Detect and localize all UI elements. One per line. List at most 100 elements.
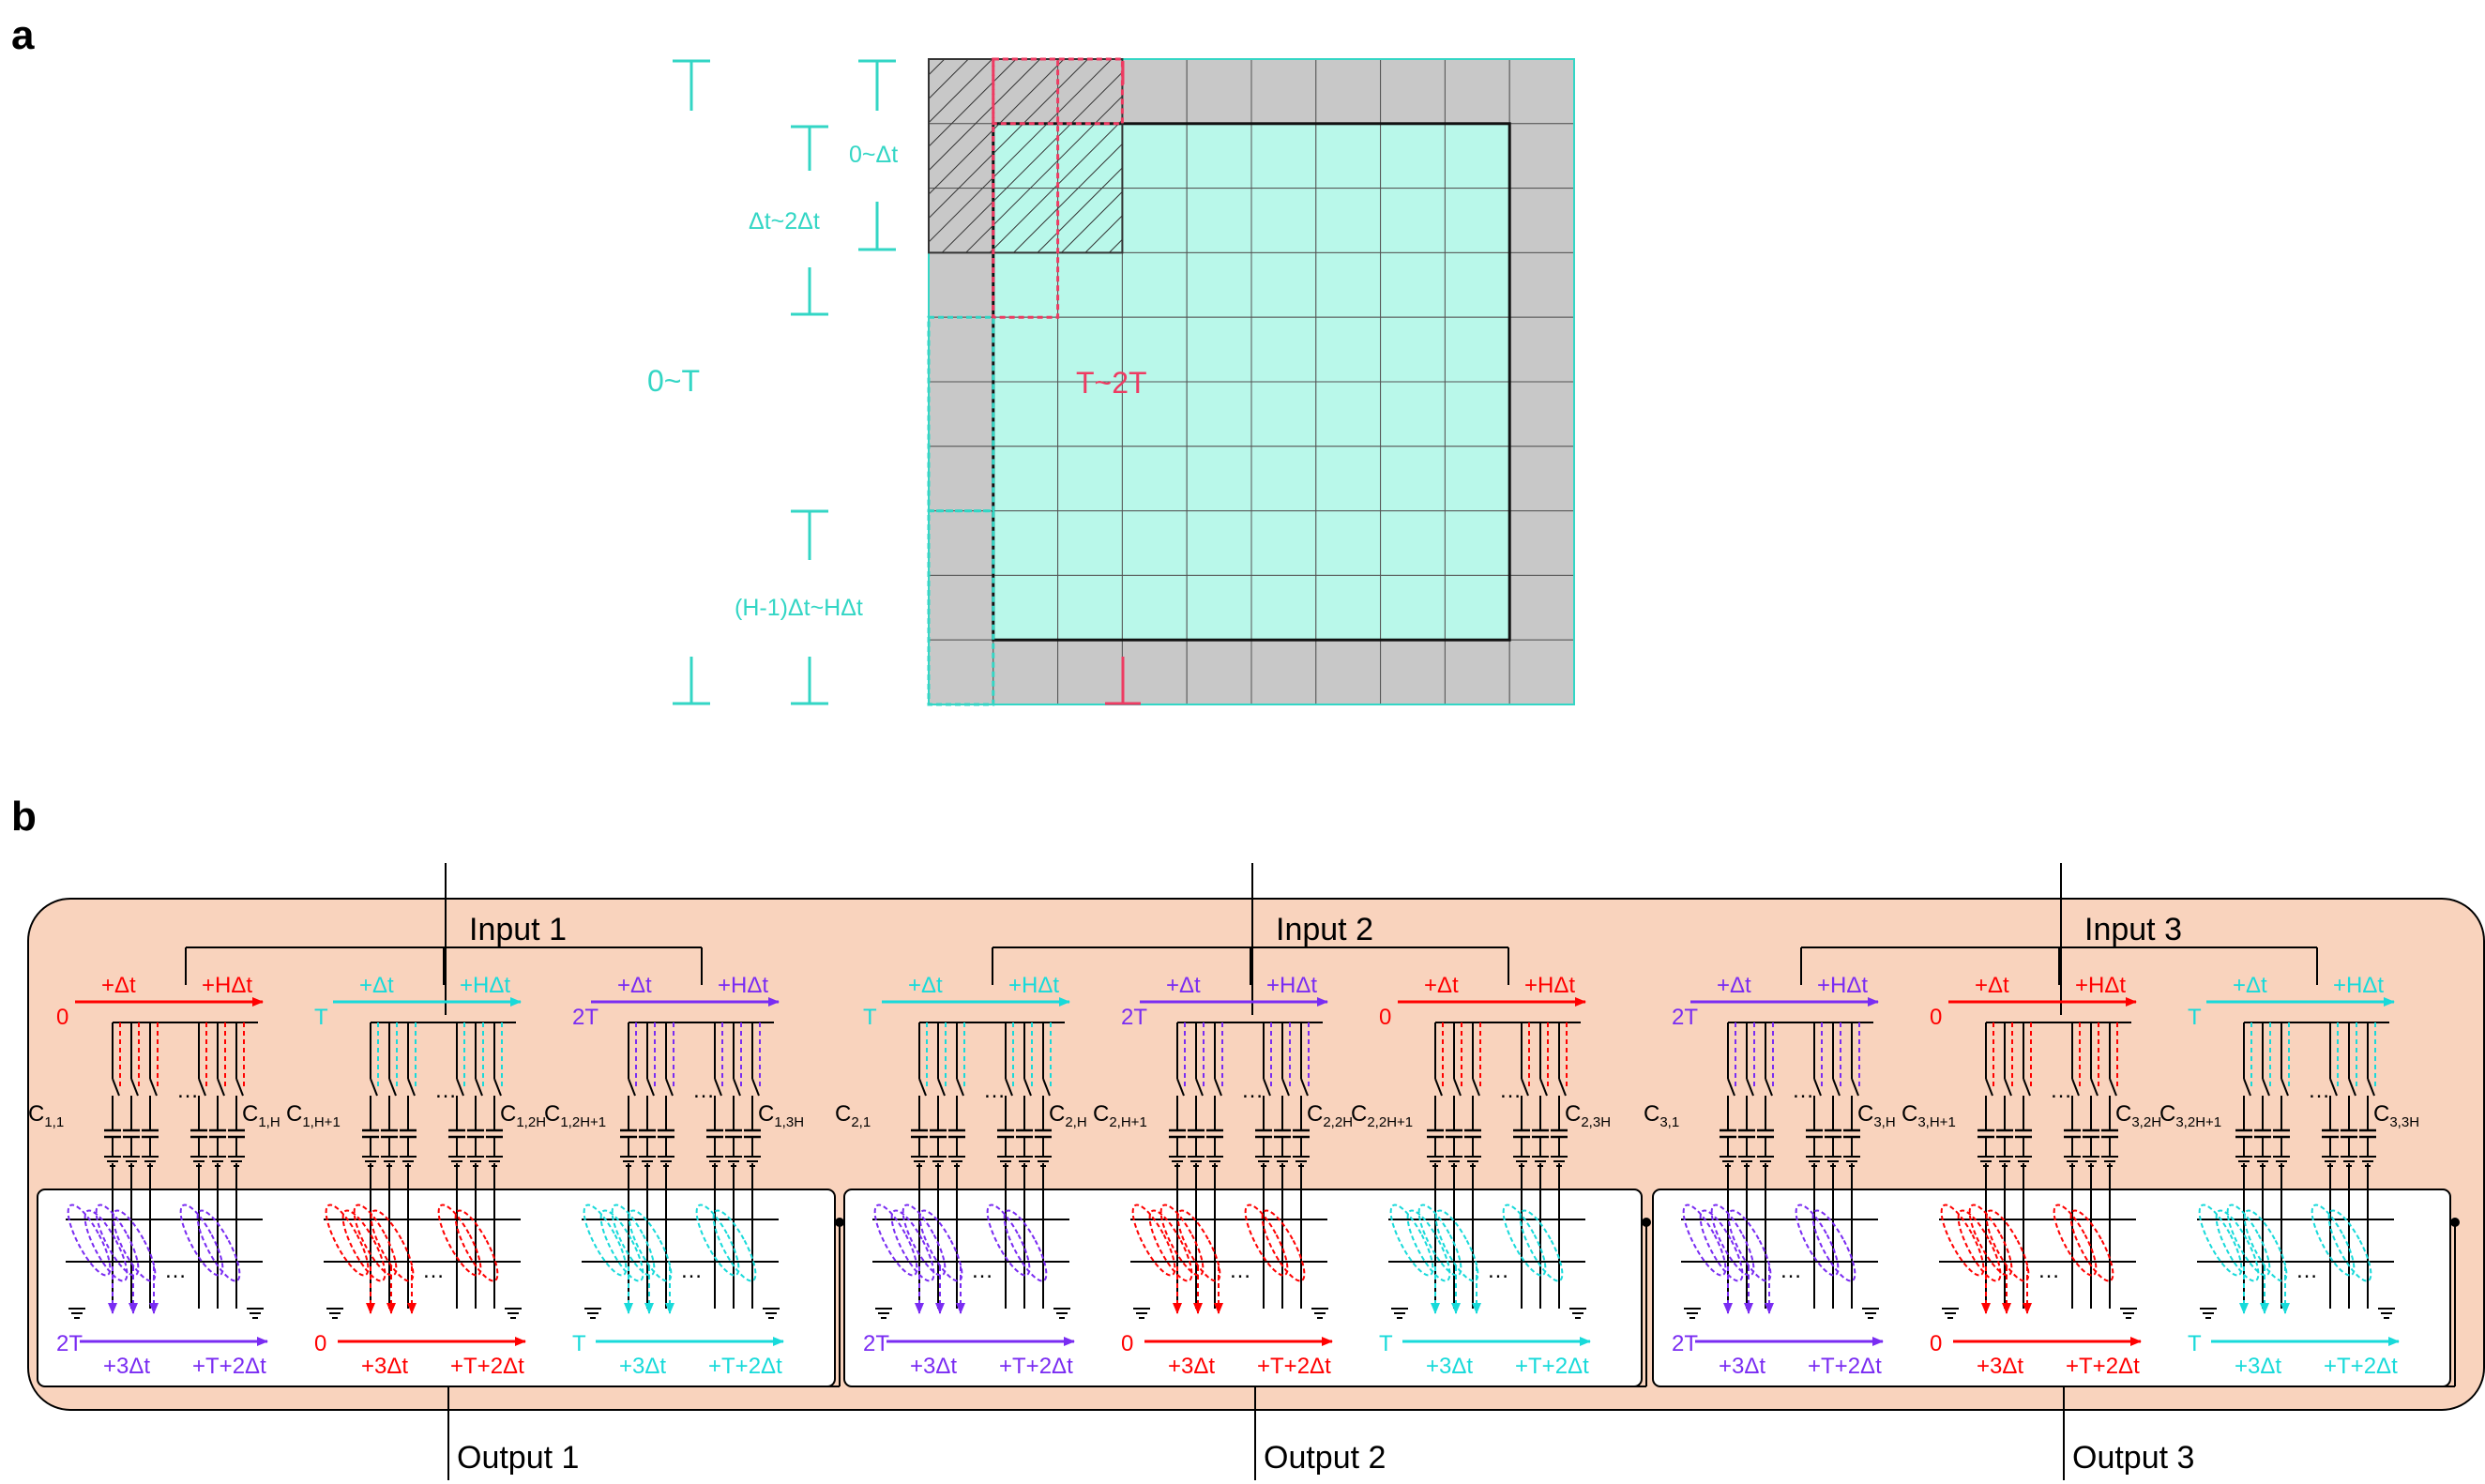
- bottom-start-time: 0: [314, 1331, 326, 1356]
- grid-cell: [1250, 188, 1317, 253]
- grid-cell: [1057, 381, 1123, 447]
- switch: [198, 1078, 206, 1097]
- grid-cell: [1444, 639, 1510, 705]
- grid-cell: [992, 251, 1059, 318]
- grid-cell: [1380, 510, 1446, 576]
- cap-label-right: C1,3H: [758, 1101, 804, 1130]
- label-0-dt: 0~Δt: [849, 142, 898, 168]
- grid-cell: [1057, 574, 1123, 641]
- ground-icon: [2378, 1308, 2395, 1319]
- weight-group: [1406, 1209, 1451, 1282]
- ellipsis: …: [1780, 1258, 1802, 1283]
- weight-group: [712, 1209, 757, 1282]
- grid-cell: [928, 251, 994, 318]
- weight-group: [2311, 1204, 2356, 1277]
- ground-icon: [2200, 1308, 2217, 1319]
- bottom-start-time: 0: [1930, 1331, 1942, 1356]
- bottom-start-time: 0: [1121, 1331, 1133, 1356]
- grid-cell: [1444, 58, 1510, 125]
- switch: [370, 1078, 378, 1097]
- grid-cell: [1380, 251, 1446, 318]
- switch: [1214, 1078, 1222, 1097]
- switch: [1434, 1078, 1443, 1097]
- ground-icon: [1133, 1308, 1150, 1319]
- plus-dt: +Δt: [359, 973, 394, 998]
- ellipsis: …: [1241, 1078, 1264, 1103]
- ground-icon: [1862, 1308, 1879, 1319]
- grid-cell: [1444, 251, 1510, 318]
- grid-cell: [1444, 188, 1510, 253]
- ground-icon: [763, 1308, 780, 1319]
- plus-dt: +Δt: [1166, 973, 1201, 998]
- t-2t-bracket: [1105, 61, 1141, 705]
- plus-t2dt: +T+2Δt: [2066, 1354, 2140, 1379]
- plus-hdt: +HΔt: [1266, 973, 1317, 998]
- switch: [1281, 1078, 1290, 1097]
- weight-group: [2327, 1209, 2372, 1282]
- weight-group: [2053, 1204, 2098, 1277]
- ellipsis: …: [983, 1078, 1006, 1103]
- grid-cell: [1121, 639, 1188, 705]
- weight-group: [1502, 1204, 1547, 1277]
- input-label: Input 3: [2084, 912, 2182, 947]
- switch: [217, 1078, 225, 1097]
- weight-group: [583, 1204, 628, 1277]
- switch: [1746, 1078, 1754, 1097]
- plus-3dt: +3Δt: [1426, 1354, 1473, 1379]
- label-0-T: 0~T: [647, 364, 700, 398]
- ellipsis: …: [971, 1258, 993, 1283]
- start-time: 2T: [1121, 1005, 1147, 1030]
- plus-t2dt: +T+2Δt: [2324, 1354, 2398, 1379]
- plus-hdt: +HΔt: [718, 973, 768, 998]
- grid-cell: [1380, 381, 1446, 447]
- bottom-start-time: T: [572, 1331, 586, 1356]
- switch: [956, 1078, 964, 1097]
- plus-t2dt: +T+2Δt: [1515, 1354, 1589, 1379]
- grid-cell: [1186, 510, 1252, 576]
- grid-cell: [1380, 639, 1446, 705]
- switch: [2243, 1078, 2251, 1097]
- panel-a-label: a: [11, 12, 35, 58]
- kernel-col-cyan-bottom: [927, 509, 995, 706]
- output-label: Output 3: [2072, 1440, 2194, 1476]
- plus-3dt: +3Δt: [103, 1354, 150, 1379]
- ground-icon: [1569, 1308, 1586, 1319]
- grid-cell: [1508, 510, 1575, 576]
- switch: [2023, 1078, 2031, 1097]
- ellipsis: …: [422, 1258, 445, 1283]
- grid-cell: [1121, 123, 1188, 189]
- grid-cell: [992, 574, 1059, 641]
- weight-group: [2226, 1204, 2271, 1277]
- bottom-start-time: T: [1379, 1331, 1393, 1356]
- grid-cell: [1121, 510, 1188, 576]
- plus-t2dt: +T+2Δt: [999, 1354, 1073, 1379]
- weight-group: [1176, 1209, 1221, 1282]
- ground-icon: [2120, 1308, 2137, 1319]
- grid-cell: [1250, 574, 1317, 641]
- switch: [475, 1078, 483, 1097]
- weight-group: [890, 1209, 935, 1282]
- weight-group: [1148, 1209, 1193, 1282]
- weight-group: [95, 1204, 140, 1277]
- ellipsis: …: [2296, 1258, 2318, 1283]
- bottom-start-time: T: [2188, 1331, 2202, 1356]
- plus-dt: +Δt: [617, 973, 652, 998]
- plus-dt: +Δt: [1717, 973, 1751, 998]
- switch: [2348, 1078, 2356, 1097]
- ground-icon: [247, 1308, 264, 1319]
- panel-a: a: [11, 12, 1575, 706]
- ellipsis: …: [1487, 1258, 1509, 1283]
- ground-icon: [1311, 1308, 1328, 1319]
- grid-cell: [1508, 188, 1575, 253]
- ellipsis: …: [2038, 1258, 2060, 1283]
- weight-group: [1727, 1209, 1772, 1282]
- weight-group: [179, 1204, 224, 1277]
- weight-group: [2069, 1209, 2114, 1282]
- grid-cell: [1315, 316, 1382, 383]
- grid-cell: [1250, 316, 1317, 383]
- input-label: Input 1: [469, 912, 567, 947]
- plus-3dt: +3Δt: [910, 1354, 957, 1379]
